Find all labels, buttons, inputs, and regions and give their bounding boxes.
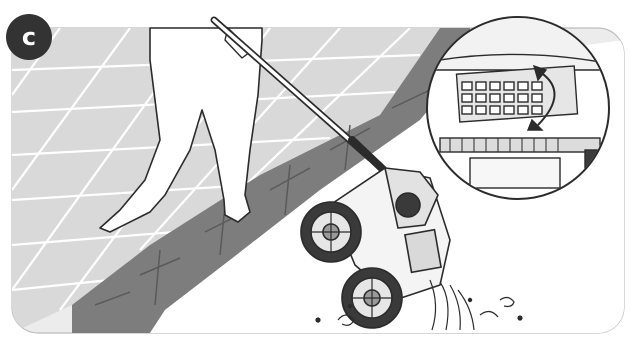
robot-handle-knob [396, 193, 420, 217]
filter-basket [456, 66, 577, 122]
filter-basket-zoom [427, 15, 610, 199]
step-badge: c [6, 14, 52, 60]
step-label: c [22, 23, 36, 51]
robot-front-panel [405, 230, 441, 273]
